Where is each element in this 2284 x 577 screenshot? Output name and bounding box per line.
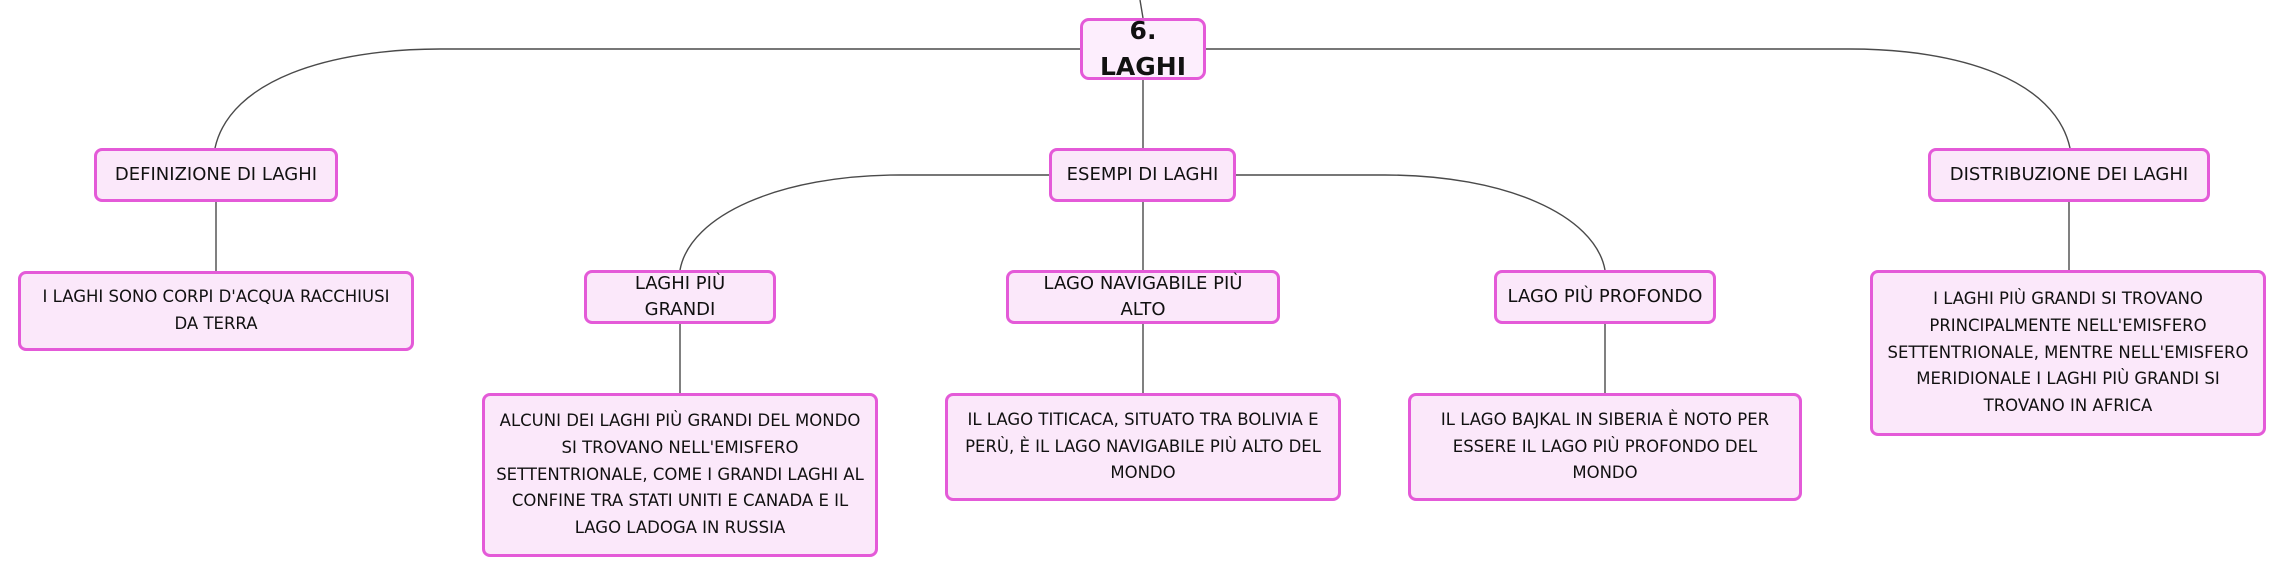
detail-laghi-piu-grandi[interactable]: ALCUNI DEI LAGHI PIÙ GRANDI DEL MONDO SI… [482, 393, 878, 557]
detail-distribuzione[interactable]: I LAGHI PIÙ GRANDI SI TROVANO PRINCIPALM… [1870, 270, 2266, 436]
detail-lago-navigabile-text: IL LAGO TITICACA, SITUATO TRA BOLIVIA E … [965, 409, 1321, 483]
detail-lago-profondo[interactable]: IL LAGO BAJKAL IN SIBERIA È NOTO PER ESS… [1408, 393, 1802, 501]
connector-esempi-grandi [679, 174, 1049, 271]
node-laghi-piu-grandi-label: LAGHI PIÙ GRANDI [634, 272, 726, 320]
detail-lago-profondo-text: IL LAGO BAJKAL IN SIBERIA È NOTO PER ESS… [1440, 409, 1770, 483]
connector-root-distribuzione [1206, 48, 2071, 149]
detail-distribuzione-text: I LAGHI PIÙ GRANDI SI TROVANO PRINCIPALM… [1887, 289, 2249, 416]
connector-esempi-profondo [1236, 174, 1606, 271]
node-lago-navigabile[interactable]: LAGO NAVIGABILE PIÙ ALTO [1006, 270, 1280, 324]
detail-definizione-text: I LAGHI SONO CORPI D'ACQUA RACCHIUSI DA … [42, 287, 390, 333]
node-definizione-label: DEFINIZIONE DI LAGHI [114, 163, 318, 185]
connector-root-parent [1139, 0, 1144, 19]
detail-definizione[interactable]: I LAGHI SONO CORPI D'ACQUA RACCHIUSI DA … [18, 271, 414, 351]
node-distribuzione[interactable]: DISTRIBUZIONE DEI LAGHI [1928, 148, 2210, 202]
root-label: 6. LAGHI [1099, 15, 1187, 81]
root-node[interactable]: 6. LAGHI [1080, 16, 1206, 81]
node-lago-navigabile-label: LAGO NAVIGABILE PIÙ ALTO [1043, 272, 1243, 320]
node-laghi-piu-grandi[interactable]: LAGHI PIÙ GRANDI [584, 270, 776, 324]
detail-laghi-piu-grandi-text: ALCUNI DEI LAGHI PIÙ GRANDI DEL MONDO SI… [496, 411, 864, 538]
node-distribuzione-label: DISTRIBUZIONE DEI LAGHI [1949, 163, 2189, 185]
connector-root-definizione [214, 48, 1080, 149]
node-definizione[interactable]: DEFINIZIONE DI LAGHI [94, 148, 338, 202]
node-esempi-label: ESEMPI DI LAGHI [1066, 163, 1219, 185]
detail-lago-navigabile[interactable]: IL LAGO TITICACA, SITUATO TRA BOLIVIA E … [945, 393, 1341, 501]
node-lago-profondo[interactable]: LAGO PIÙ PROFONDO [1494, 270, 1716, 324]
node-esempi[interactable]: ESEMPI DI LAGHI [1049, 148, 1236, 202]
node-lago-profondo-label: LAGO PIÙ PROFONDO [1507, 285, 1703, 307]
